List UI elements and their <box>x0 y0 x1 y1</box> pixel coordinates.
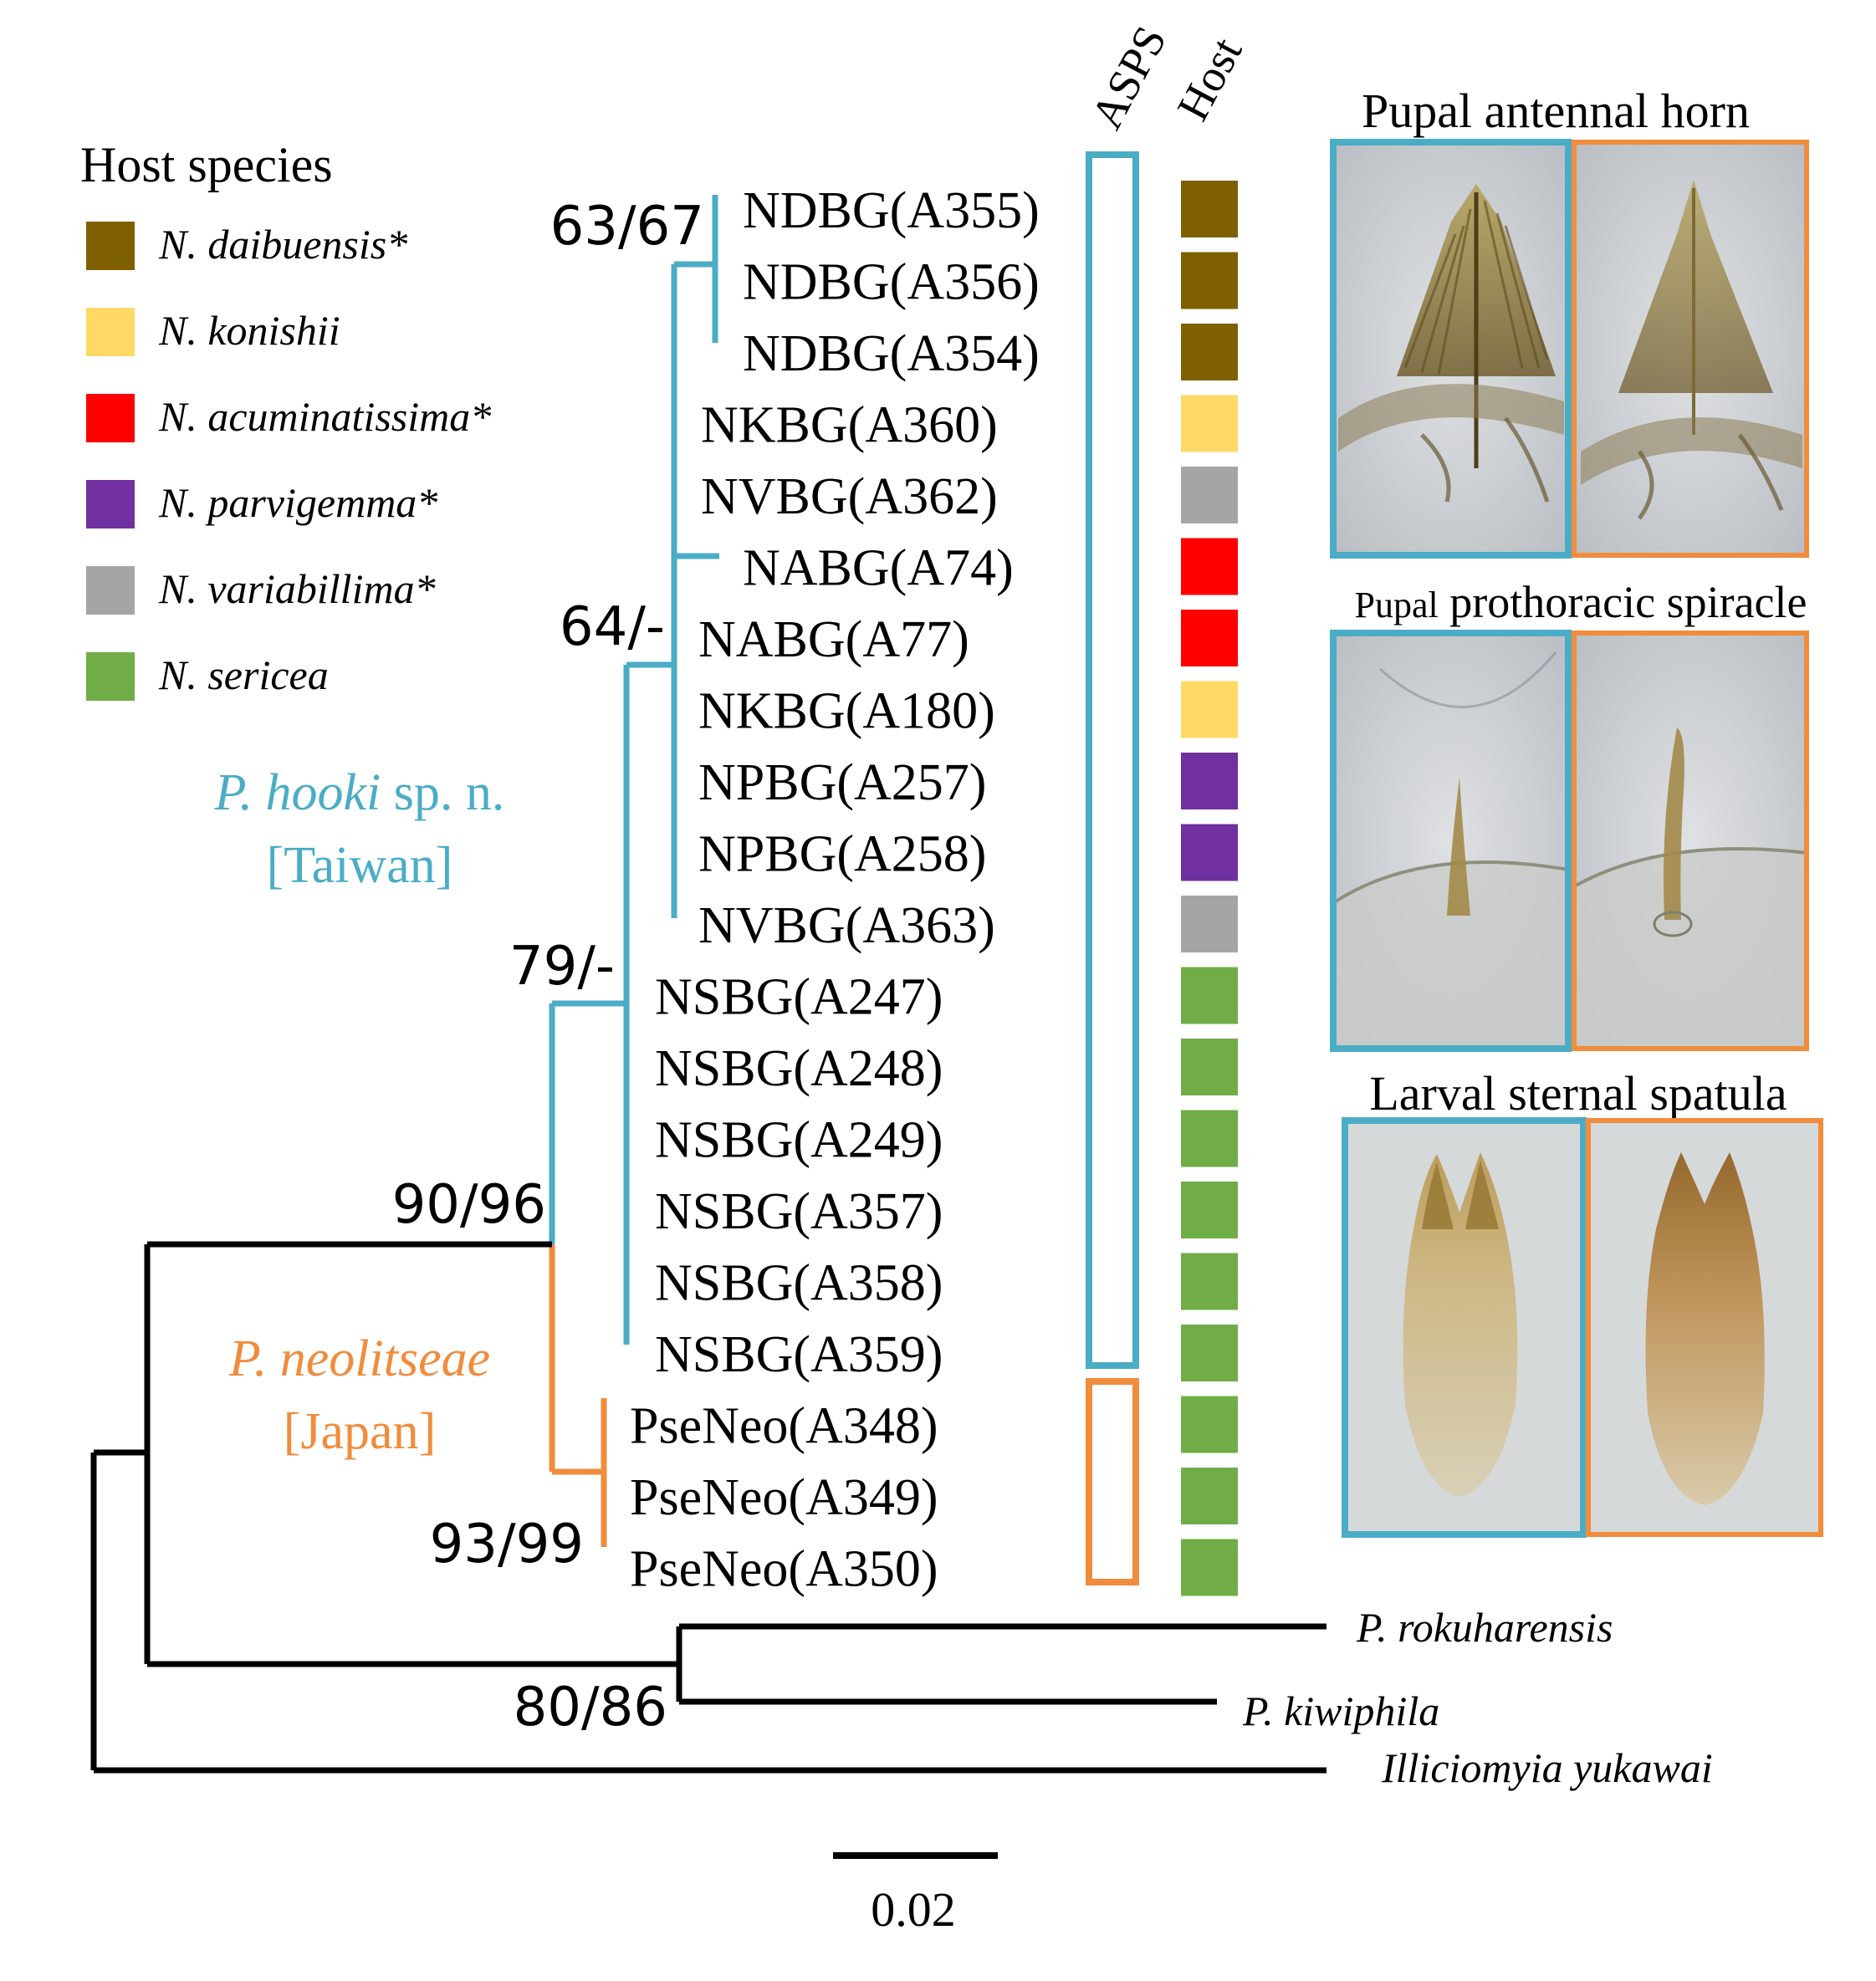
host-square-parvigemma <box>1181 824 1238 881</box>
host-square-konishii <box>1181 681 1238 738</box>
outgroup-branches <box>90 1241 1326 1774</box>
host-legend: Host species N. daibuensis* N. konishiiN.… <box>80 137 491 701</box>
host-square-sericea <box>1181 1325 1238 1381</box>
taxon-label: NVBG(A363) <box>698 897 995 954</box>
taxon-label: NDBG(A356) <box>743 254 1040 311</box>
taxon-label: NDBG(A354) <box>743 325 1040 382</box>
taxon-label: PseNeo(A348) <box>630 1398 938 1455</box>
support-93-99: 93/99 <box>430 1514 584 1575</box>
scale-bar-label: 0.02 <box>871 1882 956 1937</box>
legend-swatch-parvigemma <box>86 480 135 528</box>
micrograph-spiracle-hooki <box>1330 630 1572 1052</box>
taxon-label: NSBG(A358) <box>655 1255 943 1312</box>
taxon-label: NSBG(A247) <box>655 969 943 1026</box>
taxon-label: NABG(A77) <box>698 611 969 668</box>
micrograph-antennal-horn-neolitseae <box>1572 140 1809 558</box>
taxon-label: NPBG(A257) <box>698 754 986 811</box>
column-header-asps: ASPS <box>1081 18 1177 136</box>
taxon-label: NSBG(A249) <box>655 1112 943 1169</box>
clade-hooki-suffix: sp. n. <box>381 764 504 821</box>
host-square-sericea <box>1181 967 1238 1024</box>
host-square-sericea <box>1181 1253 1238 1310</box>
outgroup-label-yukawai: Illiciomyia yukawai <box>1381 1744 1713 1791</box>
taxon-label: NDBG(A355) <box>743 182 1040 239</box>
host-square-sericea <box>1181 1539 1238 1596</box>
host-square-parvigemma <box>1181 753 1238 809</box>
legend-swatch-sericea <box>86 652 135 701</box>
micrograph-spatula-hooki <box>1342 1117 1587 1538</box>
outgroup-label-kiwiphila: P. kiwiphila <box>1242 1687 1439 1734</box>
panel-title-antennal-horn: Pupal antennal horn <box>1362 84 1750 138</box>
micrograph-antennal-horn-hooki <box>1330 139 1572 559</box>
panel-title-sternal-spatula: Larval sternal spatula <box>1369 1066 1787 1121</box>
micrograph-spiracle-neolitseae <box>1572 631 1809 1051</box>
panel-title-spiracle-main: prothoracic spiracle <box>1439 577 1807 627</box>
clade-region-japan: [Japan] <box>284 1403 436 1460</box>
host-column <box>1181 181 1238 1596</box>
host-square-sericea <box>1181 1182 1238 1238</box>
host-square-acuminatissima <box>1181 610 1238 666</box>
clade-label-hooki: P. hooki sp. n. <box>214 764 505 821</box>
panel-title-prothoracic-spiracle: Pupal prothoracic spiracle <box>1354 577 1807 627</box>
support-80-86: 80/86 <box>514 1677 667 1738</box>
host-square-acuminatissima <box>1181 538 1238 595</box>
taxon-label: NSBG(A357) <box>655 1183 943 1240</box>
legend-swatch-konishii <box>86 308 135 356</box>
host-square-sericea <box>1181 1396 1238 1453</box>
legend-label-daibuensis: N. daibuensis* <box>158 221 407 268</box>
host-square-daibuensis <box>1181 181 1238 237</box>
asps-box-neolitseae <box>1086 1378 1139 1585</box>
taxon-label: NKBG(A180) <box>698 683 995 740</box>
micrograph-spatula-neolitseae <box>1586 1118 1823 1537</box>
support-90-96: 90/96 <box>392 1174 546 1236</box>
legend-label-variabillima: N. variabillima* <box>158 565 436 612</box>
taxon-label: NVBG(A362) <box>701 468 998 525</box>
host-square-sericea <box>1181 1468 1238 1524</box>
legend-label-sericea: N. sericea <box>158 651 329 698</box>
taxon-label: NSBG(A359) <box>655 1326 943 1383</box>
hooki-branches <box>549 195 719 1345</box>
support-79: 79/- <box>509 936 615 998</box>
legend-label-konishii: N. konishii <box>158 307 340 354</box>
host-square-sericea <box>1181 1110 1238 1167</box>
taxon-label: NSBG(A248) <box>655 1040 943 1097</box>
support-values: 63/67 64/- 79/- 90/96 93/99 80/86 <box>392 196 704 1738</box>
support-64: 64/- <box>560 596 665 658</box>
tree-branches <box>90 195 1326 1774</box>
clade-hooki-name: P. hooki <box>214 764 381 821</box>
taxon-label: NPBG(A258) <box>698 826 986 883</box>
host-square-daibuensis <box>1181 252 1238 309</box>
legend-swatch-variabillima <box>86 566 135 615</box>
taxon-label: NKBG(A360) <box>701 397 998 454</box>
column-header-host: Host <box>1168 29 1252 128</box>
legend-title: Host species <box>80 137 333 192</box>
host-square-konishii <box>1181 395 1238 452</box>
asps-box-hooki <box>1086 151 1139 1369</box>
panel-title-spiracle-prefix: Pupal <box>1354 585 1438 625</box>
host-square-variabillima <box>1181 896 1238 952</box>
host-square-sericea <box>1181 1039 1238 1095</box>
taxon-label: PseNeo(A349) <box>630 1469 938 1526</box>
legend-swatch-acuminatissima <box>86 394 135 442</box>
host-square-daibuensis <box>1181 324 1238 380</box>
clade-region-taiwan: [Taiwan] <box>267 837 453 894</box>
neolitseae-branches <box>549 1244 607 1547</box>
legend-swatch-daibuensis <box>86 222 135 270</box>
legend-label-parvigemma: N. parvigemma* <box>158 479 437 526</box>
support-63-67: 63/67 <box>550 196 704 258</box>
taxon-labels: NDBG(A355) NDBG(A356) NDBG(A354) NKBG(A360)… <box>630 182 1040 1598</box>
taxon-label: PseNeo(A350) <box>630 1541 938 1598</box>
clade-label-neolitseae: P. neolitseae <box>228 1330 490 1387</box>
outgroup-label-rokuharensis: P. rokuharensis <box>1356 1604 1613 1651</box>
taxon-label: NABG(A74) <box>743 540 1014 597</box>
host-square-variabillima <box>1181 467 1238 523</box>
legend-label-acuminatissima: N. acuminatissima* <box>158 393 491 440</box>
